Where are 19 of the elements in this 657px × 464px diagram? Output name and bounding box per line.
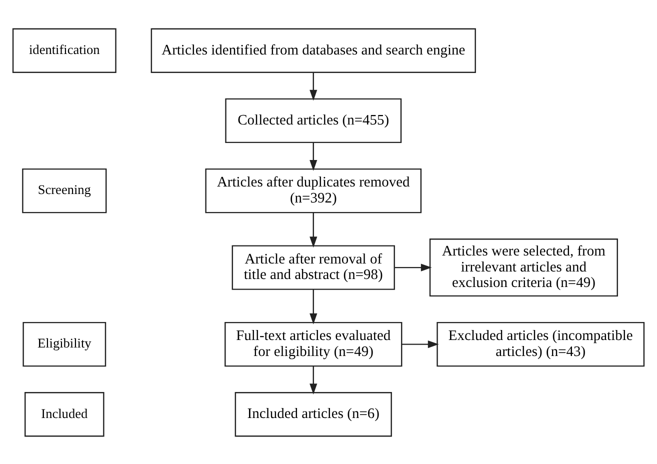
arrow xyxy=(310,212,318,248)
node-box: Included articles (n=6) xyxy=(234,392,392,436)
node-box: Full-text articles evaluated for eligibility (n=49) xyxy=(224,321,402,366)
node-box: Included xyxy=(24,392,104,436)
arrow xyxy=(310,72,318,100)
node-box: Screening xyxy=(22,168,107,213)
node-box: Eligibility xyxy=(22,321,106,366)
arrow xyxy=(310,288,318,324)
arrow xyxy=(310,366,318,394)
node-box: Articles identified from databases and search engine xyxy=(150,28,476,72)
arrow xyxy=(310,142,318,170)
node-box: Collected articles (n=455) xyxy=(225,98,402,143)
node-box: Article after removal of title and abstract (n=98) xyxy=(232,244,395,290)
arrow xyxy=(394,263,432,271)
node-box: Articles were selected, from irrelevant articles and exclusion criteria (n=49) xyxy=(429,238,618,296)
node-box: Articles after duplicates removed (n=392) xyxy=(205,168,422,213)
arrow xyxy=(402,340,439,348)
node-box: identification xyxy=(12,28,116,72)
node-box: Excluded articles (incompatible articles) (n=43) xyxy=(436,321,645,366)
